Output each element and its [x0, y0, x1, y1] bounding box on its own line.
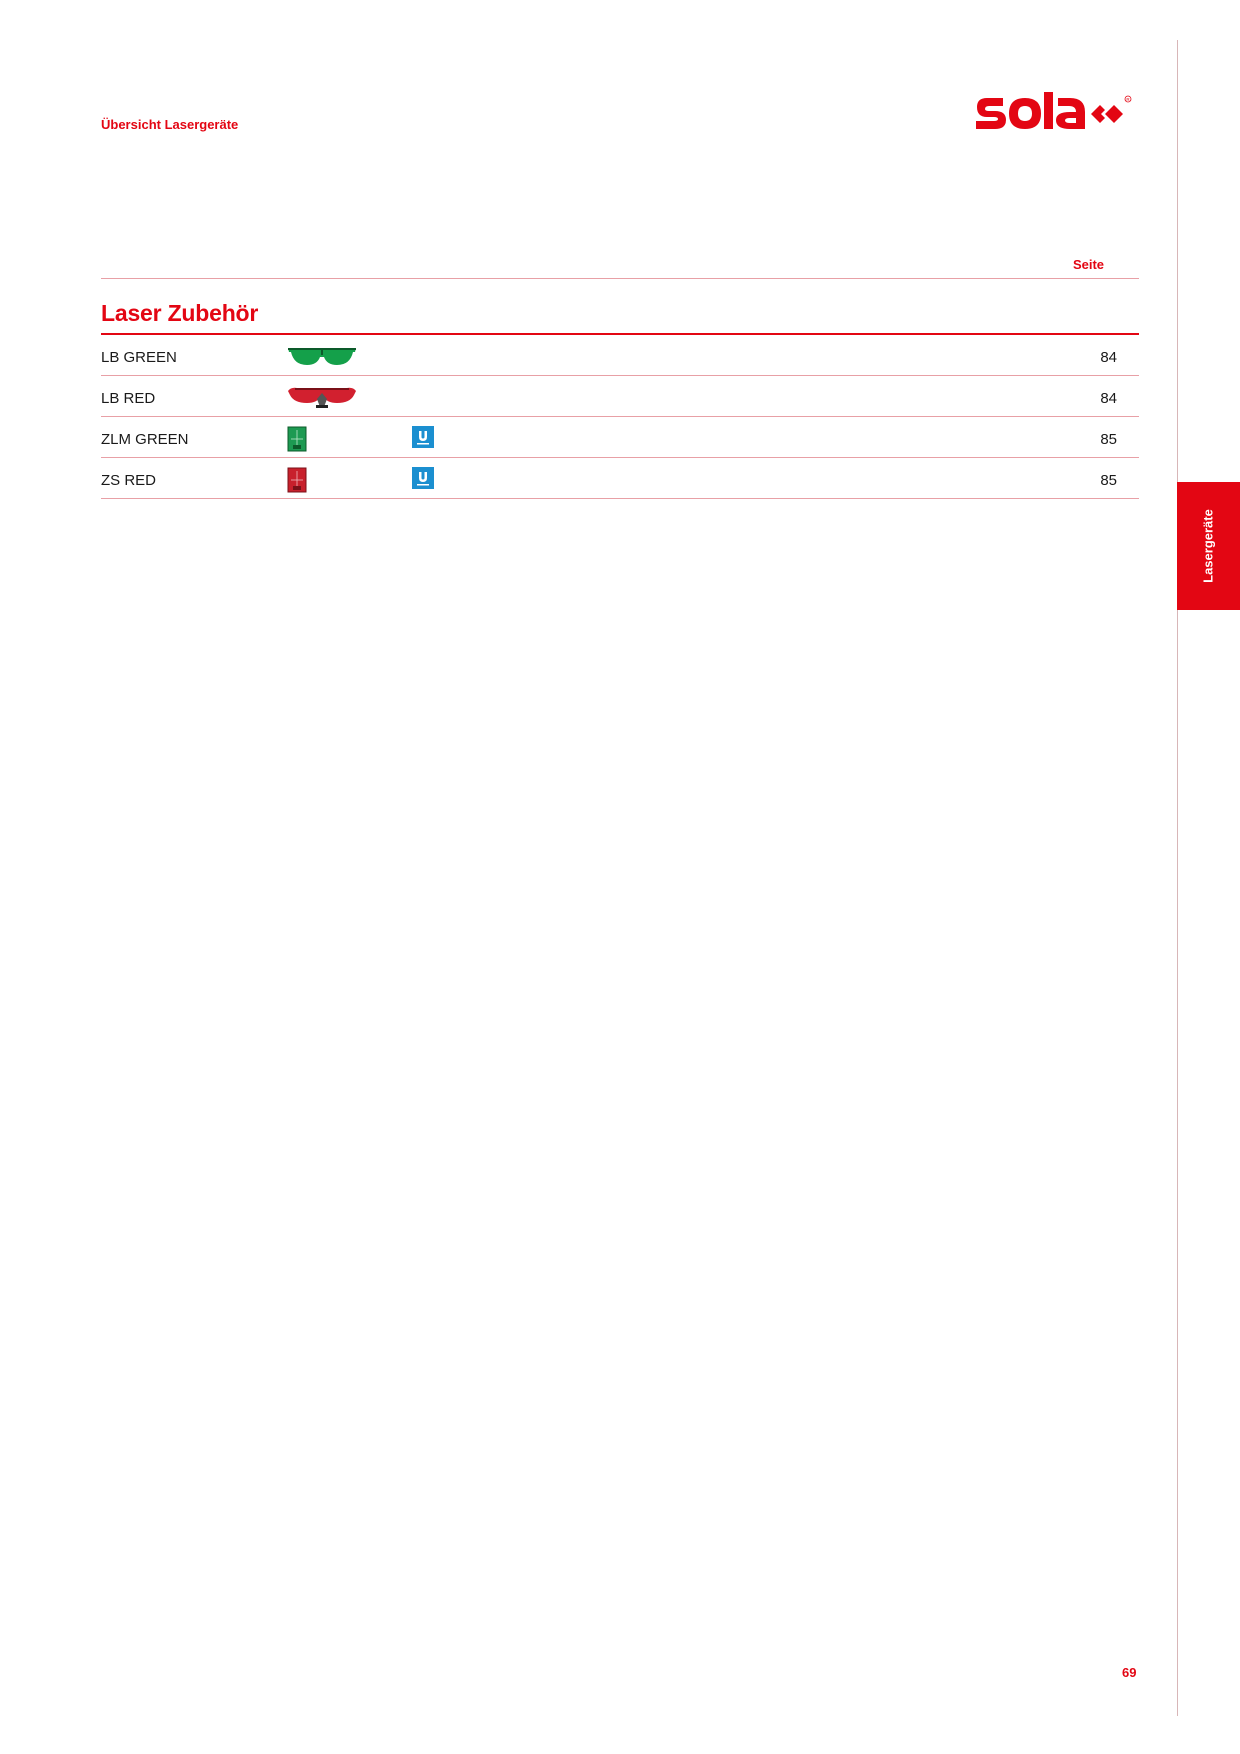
page-ref[interactable]: 85 — [1100, 472, 1117, 489]
product-name: ZLM GREEN — [101, 431, 189, 448]
page-ref[interactable]: 85 — [1100, 431, 1117, 448]
product-name: LB GREEN — [101, 349, 177, 366]
red-glasses-icon — [287, 385, 357, 416]
header-rule — [101, 278, 1139, 279]
svg-text:R: R — [1126, 97, 1130, 102]
red-target-plate-icon — [287, 467, 307, 498]
magnet-badge-icon — [412, 426, 434, 453]
group-title-rule — [101, 333, 1139, 335]
product-name: ZS RED — [101, 472, 157, 489]
table-row[interactable]: LB RED 84 — [101, 376, 1139, 417]
table-row[interactable]: ZS RED 85 — [101, 458, 1139, 499]
chapter-tab-label: Lasergeräte — [1200, 509, 1216, 583]
group-title: Laser Zubehör — [101, 300, 259, 326]
page-column-header: Seite — [1072, 257, 1105, 272]
green-target-plate-icon — [287, 426, 307, 457]
page-number: 69 — [1122, 1665, 1137, 1680]
table-row[interactable]: LB GREEN 84 — [101, 335, 1139, 376]
green-glasses-icon — [287, 344, 357, 373]
magnet-badge-icon — [412, 467, 434, 494]
product-table: LB GREEN 84 LB RED 84 ZLM GREEN — [101, 335, 1139, 499]
page-ref[interactable]: 84 — [1100, 390, 1117, 407]
sola-logo: R — [973, 92, 1141, 141]
page-ref[interactable]: 84 — [1100, 349, 1117, 366]
section-label: Übersicht Lasergeräte — [101, 117, 239, 132]
chapter-tab[interactable] — [1177, 482, 1240, 610]
product-name: LB RED — [101, 390, 156, 407]
page-edge-rule — [1177, 40, 1178, 1716]
table-row[interactable]: ZLM GREEN 85 — [101, 417, 1139, 458]
